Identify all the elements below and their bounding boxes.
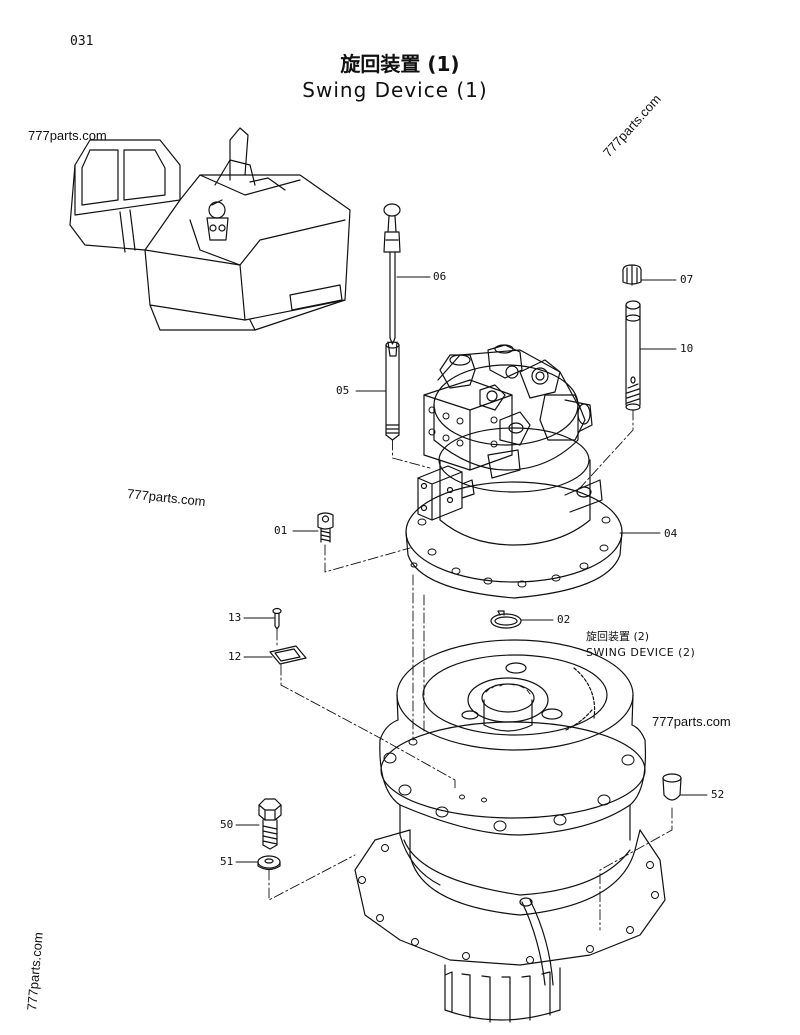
title-japanese: 旋回装置 (1)	[340, 52, 460, 76]
screw-part-13	[272, 607, 282, 630]
part-label-02: 02	[557, 613, 571, 626]
part-label-13: 13	[228, 611, 242, 624]
part-label-06: 06	[433, 270, 447, 283]
dipstick-part-06	[383, 203, 401, 345]
bolt-part-01	[317, 512, 334, 543]
cap-part-07	[622, 264, 642, 286]
reference-japanese: 旋回装置 (2)	[586, 630, 650, 643]
part-label-50: 50	[220, 818, 234, 831]
leader-lines	[235, 276, 708, 863]
swing-motor-assembly	[405, 344, 623, 599]
pipe-part-10	[625, 300, 641, 411]
pipe-part-05	[385, 341, 400, 441]
page-number: 031	[70, 34, 94, 49]
excavator-overview-illustration	[69, 127, 351, 331]
part-label-12: 12	[228, 650, 242, 663]
reference-english: SWING DEVICE (2)	[586, 646, 696, 659]
bolt-part-50	[258, 798, 282, 850]
ring-part-02	[490, 610, 522, 629]
part-label-51: 51	[220, 855, 234, 868]
gear-reducer-assembly	[354, 639, 666, 1023]
washer-part-51	[257, 855, 281, 871]
part-label-07: 07	[680, 273, 694, 286]
watermark: 777parts.com	[28, 128, 107, 143]
part-label-10: 10	[680, 342, 694, 355]
part-label-05: 05	[336, 384, 350, 397]
watermark: 777parts.com	[652, 714, 731, 729]
part-label-04: 04	[664, 527, 678, 540]
plug-part-52	[662, 773, 682, 801]
assembly-centerlines	[268, 409, 673, 931]
plate-part-12	[269, 645, 307, 665]
title-english: Swing Device (1)	[302, 78, 488, 102]
part-label-52: 52	[711, 788, 725, 801]
part-label-01: 01	[274, 524, 288, 537]
